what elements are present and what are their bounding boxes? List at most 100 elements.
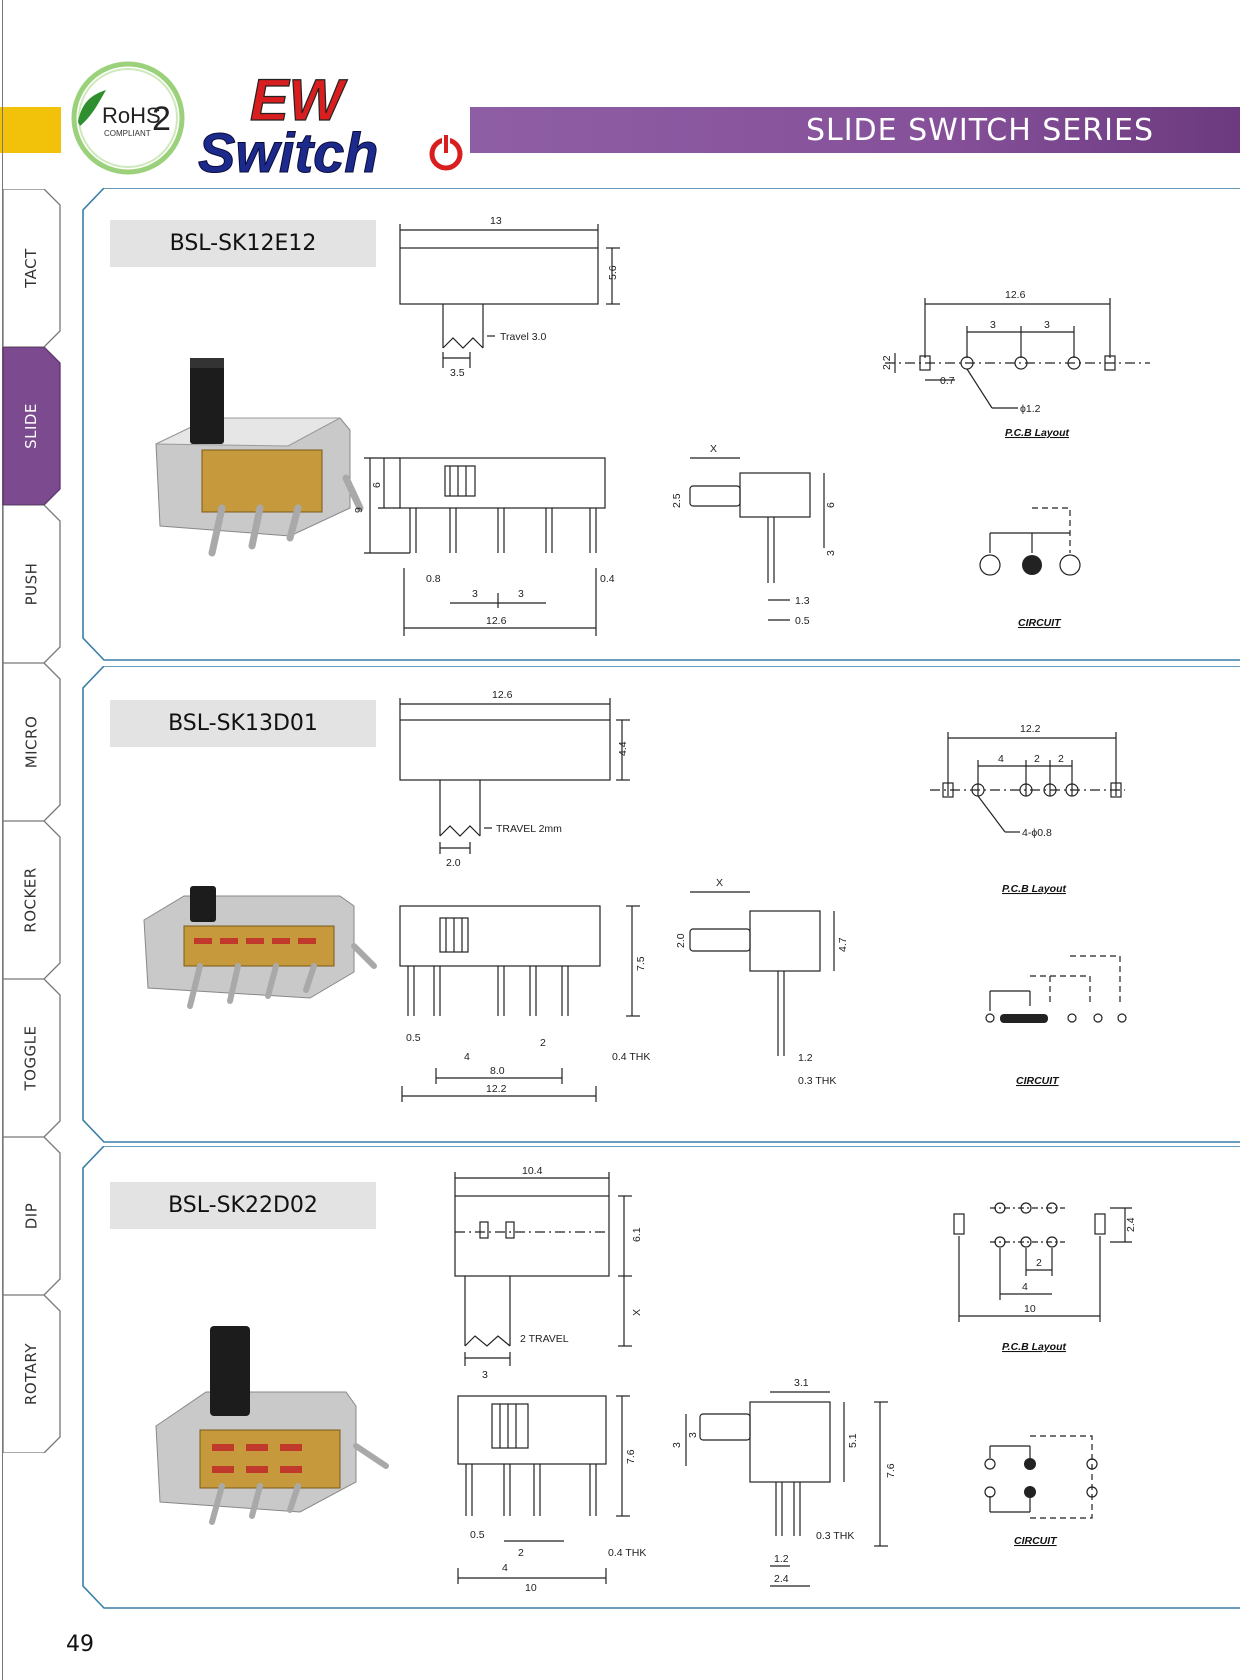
tab-micro[interactable]: MICRO	[0, 663, 62, 821]
svg-text:ϕ1.2: ϕ1.2	[1020, 403, 1041, 415]
tab-label: DIP	[22, 1202, 40, 1230]
svg-text:0.4: 0.4	[600, 573, 615, 585]
series-title-bar: SLIDE SWITCH SERIES	[470, 107, 1240, 153]
model-name: BSL-SK12E12	[169, 231, 317, 256]
tab-label: TACT	[21, 248, 40, 288]
svg-text:COMPLIANT: COMPLIANT	[104, 129, 151, 138]
svg-text:2.5: 2.5	[671, 493, 683, 508]
tab-label: ROCKER	[22, 867, 41, 933]
svg-text:X: X	[716, 877, 723, 889]
svg-text:9: 9	[353, 507, 365, 513]
svg-text:3: 3	[825, 550, 837, 556]
svg-text:13: 13	[490, 215, 502, 227]
svg-text:P.C.B Layout: P.C.B Layout	[1005, 427, 1069, 439]
svg-text:0.5: 0.5	[470, 1529, 485, 1541]
svg-text:7.6: 7.6	[625, 1449, 637, 1464]
svg-text:5.6: 5.6	[607, 265, 619, 280]
product-section-1: BSL-SK12E12	[80, 188, 1240, 668]
svg-text:7.5: 7.5	[635, 956, 647, 971]
svg-text:3.5: 3.5	[450, 367, 465, 379]
series-title: SLIDE SWITCH SERIES	[805, 112, 1154, 148]
svg-text:2.0: 2.0	[446, 857, 461, 869]
svg-text:2.4: 2.4	[1125, 1217, 1137, 1232]
leaf-icon	[78, 90, 106, 126]
svg-text:4-ϕ0.8: 4-ϕ0.8	[1022, 827, 1052, 839]
svg-text:2: 2	[152, 100, 171, 138]
svg-text:Travel 3.0: Travel 3.0	[500, 331, 546, 343]
svg-text:0.5: 0.5	[795, 615, 810, 627]
svg-text:4: 4	[464, 1051, 470, 1063]
page-number: 49	[66, 1632, 94, 1657]
svg-text:4: 4	[998, 753, 1004, 765]
svg-text:3: 3	[472, 588, 478, 600]
tab-dip[interactable]: DIP	[0, 1137, 62, 1295]
svg-text:12.2: 12.2	[1020, 723, 1041, 735]
svg-text:10.4: 10.4	[522, 1166, 543, 1177]
svg-text:6: 6	[371, 482, 383, 488]
svg-text:3: 3	[990, 319, 996, 331]
section-frame	[82, 188, 1240, 661]
product-photo	[155, 1326, 389, 1525]
svg-text:3: 3	[518, 588, 524, 600]
svg-text:5.1: 5.1	[847, 1433, 859, 1448]
svg-text:P.C.B Layout: P.C.B Layout	[1002, 1341, 1066, 1353]
svg-text:2.0: 2.0	[675, 933, 687, 948]
svg-text:1.2: 1.2	[774, 1553, 789, 1565]
tab-tact[interactable]: TACT	[0, 189, 62, 347]
tab-rotary[interactable]: ROTARY	[0, 1295, 62, 1453]
svg-text:4: 4	[502, 1562, 508, 1574]
tab-toggle[interactable]: TOGGLE	[0, 979, 62, 1137]
svg-text:2: 2	[1034, 753, 1040, 765]
product-section-2: BSL-SK13D01	[80, 666, 1240, 1150]
svg-text:12.6: 12.6	[492, 689, 513, 701]
svg-text:EW: EW	[250, 68, 348, 133]
technical-drawing-3: 10.4 6.1 X 3 2 TRAVEL 7.6 0.5 2 4 0.4 TH…	[454, 1166, 1137, 1594]
svg-text:4.7: 4.7	[837, 937, 849, 952]
model-label: BSL-SK22D02	[110, 1182, 376, 1229]
svg-text:3: 3	[1044, 319, 1050, 331]
svg-text:6.1: 6.1	[631, 1227, 643, 1242]
svg-text:Switch: Switch	[198, 121, 378, 182]
product-photo	[155, 358, 364, 557]
svg-text:3: 3	[671, 1442, 683, 1448]
svg-text:4: 4	[1022, 1281, 1028, 1293]
svg-text:0.8: 0.8	[426, 573, 441, 585]
svg-text:0.4 THK: 0.4 THK	[608, 1547, 646, 1559]
svg-text:0.3 THK: 0.3 THK	[816, 1530, 854, 1542]
svg-text:3: 3	[482, 1369, 488, 1381]
svg-text:10: 10	[525, 1582, 537, 1594]
svg-text:7.6: 7.6	[885, 1463, 897, 1478]
svg-text:4.4: 4.4	[617, 741, 629, 756]
svg-text:2: 2	[540, 1037, 546, 1049]
svg-text:2 TRAVEL: 2 TRAVEL	[520, 1333, 569, 1345]
svg-text:CIRCUIT: CIRCUIT	[1018, 617, 1062, 629]
tab-label: SLIDE	[22, 403, 40, 449]
svg-text:3.1: 3.1	[794, 1377, 809, 1389]
svg-text:2.2: 2.2	[881, 355, 893, 370]
tab-label: PUSH	[21, 562, 40, 606]
svg-text:2.4: 2.4	[774, 1573, 789, 1585]
ew-switch-logo: EW Switch	[198, 67, 463, 182]
svg-text:0.4 THK: 0.4 THK	[612, 1051, 650, 1063]
power-icon	[429, 133, 463, 171]
tab-label: TOGGLE	[22, 1025, 40, 1091]
svg-text:10: 10	[1024, 1303, 1036, 1315]
svg-text:0.3 THK: 0.3 THK	[798, 1075, 836, 1087]
svg-text:P.C.B Layout: P.C.B Layout	[1002, 883, 1066, 895]
technical-drawing-1: 13 5.6 3.5 Travel 3.0 9 6 0.8 3 3 0.4 12…	[353, 215, 1150, 636]
tab-push[interactable]: PUSH	[0, 505, 62, 663]
tab-rocker[interactable]: ROCKER	[0, 821, 62, 979]
section-frame	[82, 1146, 1240, 1609]
tab-slide[interactable]: SLIDE	[0, 347, 62, 505]
header-accent-bar	[0, 107, 61, 153]
svg-text:0.7: 0.7	[940, 375, 955, 387]
svg-text:8.0: 8.0	[490, 1065, 505, 1077]
tab-label: MICRO	[21, 715, 40, 769]
model-name: BSL-SK22D02	[168, 1193, 318, 1218]
svg-text:CIRCUIT: CIRCUIT	[1014, 1535, 1058, 1547]
svg-text:1.3: 1.3	[795, 595, 810, 607]
model-name: BSL-SK13D01	[168, 711, 318, 736]
model-label: BSL-SK13D01	[110, 700, 376, 747]
svg-text:12.6: 12.6	[1005, 289, 1026, 301]
svg-text:6: 6	[825, 502, 837, 508]
